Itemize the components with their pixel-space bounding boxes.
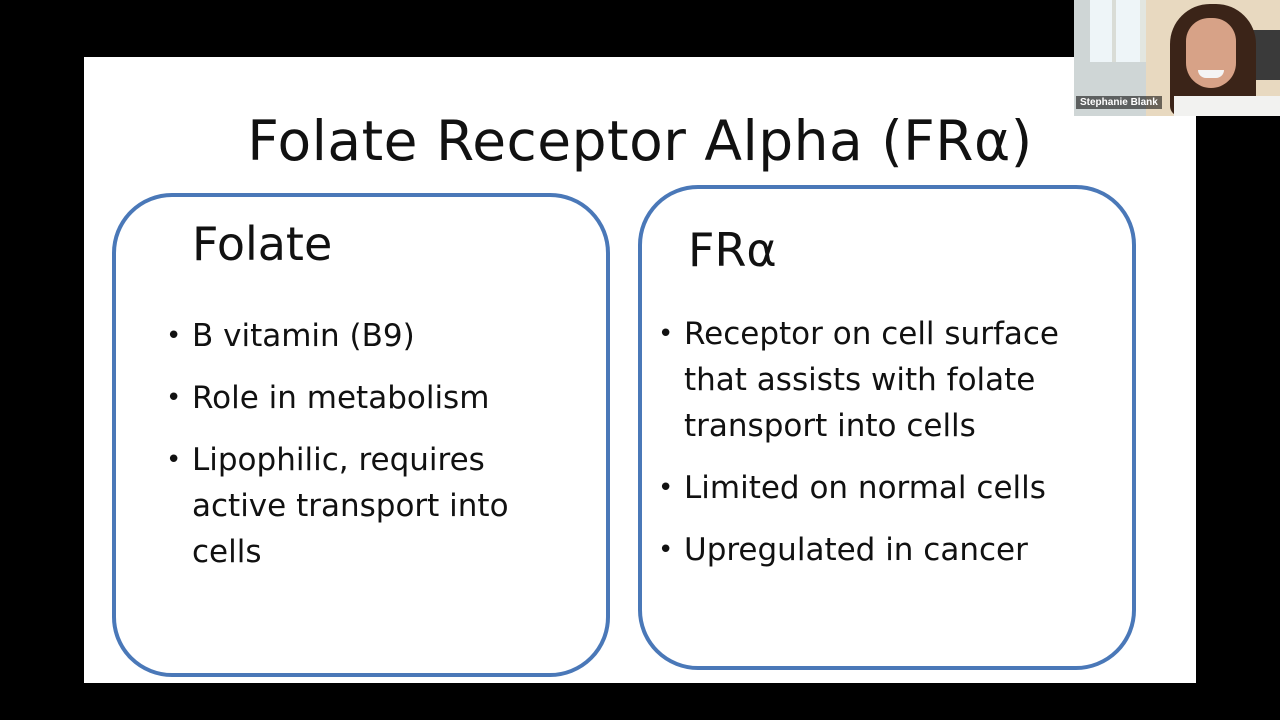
fr-alpha-bullet-list: • Receptor on cell surface that assists …: [658, 311, 1126, 589]
list-item: • Receptor on cell surface that assists …: [658, 311, 1126, 449]
fr-alpha-panel: FRα • Receptor on cell surface that assi…: [638, 185, 1136, 670]
participant-smile: [1198, 70, 1224, 78]
video-background-window: [1090, 0, 1146, 62]
folate-panel: Folate • B vitamin (B9) • Role in metabo…: [112, 193, 610, 677]
bullet-icon: •: [166, 445, 182, 475]
presentation-slide: Folate Receptor Alpha (FRα) Folate • B v…: [84, 57, 1196, 683]
fr-alpha-panel-heading: FRα: [688, 223, 777, 277]
participant-name-label: Stephanie Blank: [1076, 96, 1162, 109]
bullet-text: Limited on normal cells: [684, 470, 1046, 506]
bullet-text: Upregulated in cancer: [684, 532, 1028, 568]
list-item: • Lipophilic, requires active transport …: [166, 437, 586, 575]
video-background-shelf: [1252, 30, 1280, 80]
list-item: • Upregulated in cancer: [658, 527, 1126, 573]
slide-title: Folate Receptor Alpha (FRα): [247, 109, 1033, 173]
bullet-icon: •: [658, 319, 674, 349]
bullet-icon: •: [658, 535, 674, 565]
folate-panel-heading: Folate: [192, 217, 333, 271]
list-item: • B vitamin (B9): [166, 313, 586, 359]
bullet-text: Lipophilic, requires active transport in…: [192, 442, 509, 570]
list-item: • Limited on normal cells: [658, 465, 1126, 511]
bullet-icon: •: [166, 383, 182, 413]
bullet-icon: •: [166, 321, 182, 351]
list-item: • Role in metabolism: [166, 375, 586, 421]
participant-shirt: [1174, 96, 1280, 116]
bullet-text: Receptor on cell surface that assists wi…: [684, 316, 1059, 444]
bullet-text: B vitamin (B9): [192, 318, 415, 354]
bullet-icon: •: [658, 473, 674, 503]
participant-video-tile[interactable]: Stephanie Blank: [1074, 0, 1280, 116]
folate-bullet-list: • B vitamin (B9) • Role in metabolism • …: [166, 313, 586, 591]
bullet-text: Role in metabolism: [192, 380, 490, 416]
